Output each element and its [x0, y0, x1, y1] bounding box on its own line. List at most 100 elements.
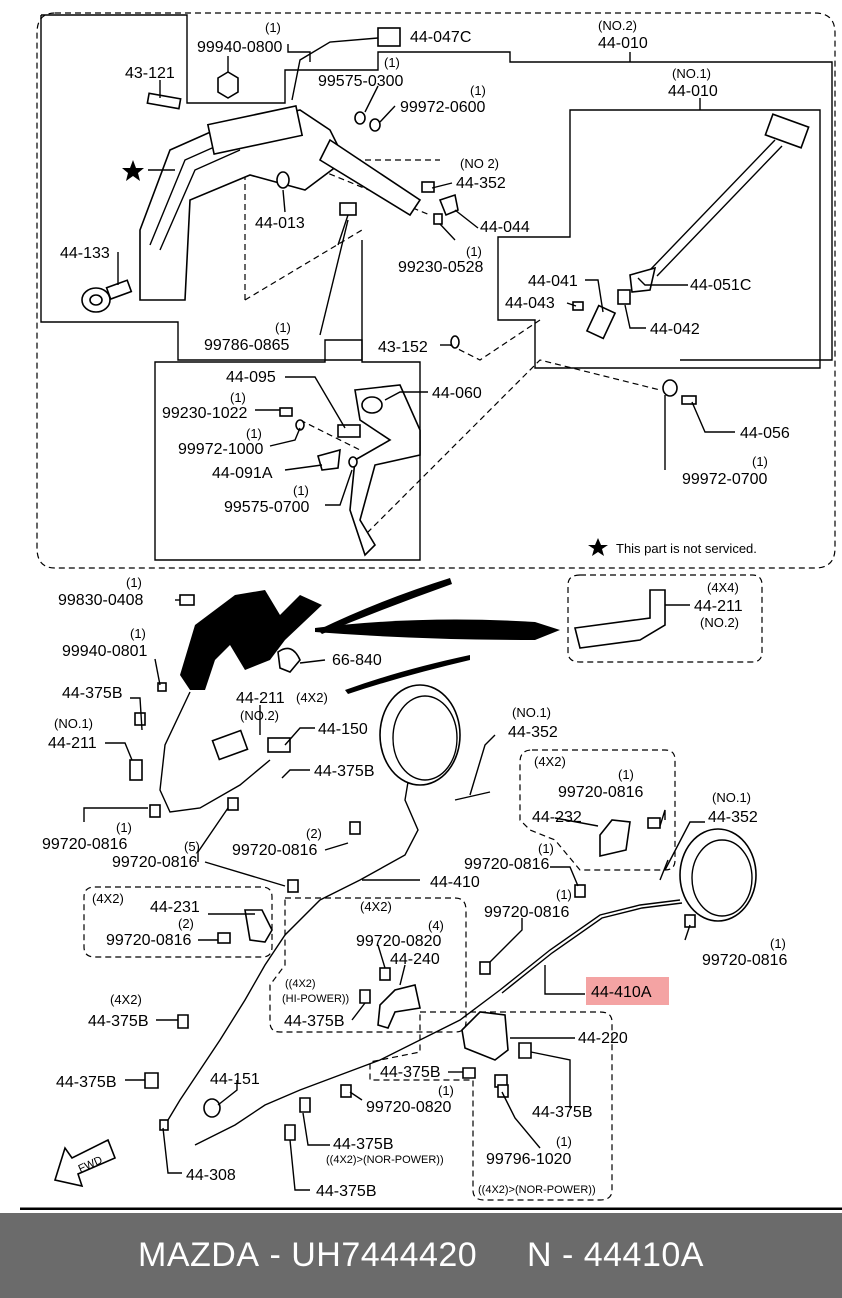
label-4x2-f: (4X2) [110, 992, 142, 1007]
label-99720-0820-b: 99720-0820 [366, 1099, 452, 1116]
label-44-211-no1: 44-211 [48, 735, 97, 752]
nut-99940-0801 [157, 682, 167, 692]
label-star-note: This part is not serviced. [616, 541, 757, 556]
label-99796-1020: 99796-1020 [486, 1151, 572, 1168]
label-44-044: 44-044 [480, 219, 530, 236]
label-44-150: 44-150 [318, 721, 368, 738]
label-44-352-a: 44-352 [508, 724, 558, 741]
label-44-231: 44-231 [150, 899, 200, 916]
label-99940-0800: 99940-0800 [197, 39, 283, 56]
highlight-44-410A [586, 977, 669, 1005]
label-99720-0816-d: 99720-0816 [232, 842, 318, 859]
label-99720-0816-a-qty: (1) [618, 767, 634, 782]
label-99786-0865-qty: (1) [275, 320, 291, 335]
label-99972-0600: 99972-0600 [400, 99, 486, 116]
label-44-047C: 44-047C [410, 29, 471, 46]
label-44-151: 44-151 [210, 1071, 260, 1088]
label-4x2-e: ((4X2) [285, 978, 316, 990]
label-99720-0816-g: 99720-0816 [484, 904, 570, 921]
label-99720-0816-h: 99720-0816 [702, 952, 788, 969]
arrow-from-lever [318, 578, 452, 634]
bracket-44-240 [377, 984, 421, 1029]
label-99575-0300-qty: (1) [384, 55, 400, 70]
label-99575-0300: 99575-0300 [318, 73, 404, 90]
label-99940-0801-qty: (1) [130, 626, 146, 641]
part-number-banner: MAZDA - UH7444420 N - 44410A [0, 1213, 842, 1298]
star-marker-note [588, 538, 608, 556]
cable-44-410 [164, 769, 419, 1126]
bracket-44-231 [244, 909, 273, 943]
label-44-375B-bottom: 44-375B [316, 1183, 377, 1200]
label-99972-0700: 99972-0700 [682, 471, 768, 488]
label-44-060: 44-060 [432, 385, 482, 402]
label-99796-1020-qty: (1) [556, 1134, 572, 1149]
upper-assembly-frame [36, 12, 836, 569]
label-99575-0700-qty: (1) [293, 483, 309, 498]
label-44-056: 44-056 [740, 425, 790, 442]
label-99786-0865: 99786-0865 [204, 337, 290, 354]
label-no1-44-352-b: (NO.1) [712, 790, 751, 805]
label-99972-1000-qty: (1) [246, 426, 262, 441]
label-44-043: 44-043 [505, 295, 555, 312]
connector-44-047C [291, 27, 401, 101]
footer-brand: MAZDA [138, 1236, 260, 1274]
label-44-308: 44-308 [186, 1167, 236, 1184]
cable-44-150-front [159, 691, 271, 813]
label-4x4: (4X4) [707, 580, 739, 595]
label-99972-0600-qty: (1) [470, 83, 486, 98]
box-4x2-44-220 [369, 1011, 613, 1201]
label-44-220: 44-220 [578, 1030, 628, 1047]
label-44-352-b: 44-352 [708, 809, 758, 826]
fwd-arrow: FWD [53, 1138, 117, 1188]
label-99720-0820-b-qty: (1) [438, 1083, 454, 1098]
label-no2-44-352: (NO 2) [460, 156, 499, 171]
label-43-152: 43-152 [378, 339, 428, 356]
bolt-99830-0408 [179, 594, 195, 606]
label-44-133: 44-133 [60, 245, 110, 262]
label-99720-0816-e-qty: (1) [538, 841, 554, 856]
bracket-44-211-4x4 [574, 589, 666, 649]
label-44-010-no1: 44-010 [668, 83, 718, 100]
no1-release-rod [572, 113, 810, 340]
label-no2-44-211-4x4: (NO.2) [700, 615, 739, 630]
washer-99575-0300 [354, 111, 381, 132]
bracket-44-060 [279, 379, 697, 557]
label-44-375B-h-top: 44-375B [333, 1136, 394, 1153]
clip-66-840 [277, 647, 301, 673]
label-4x2-nor-power-2: ((4X2)>(NOR-POWER)) [478, 1184, 596, 1196]
label-99830-0408-qty: (1) [126, 575, 142, 590]
label-99230-0528-qty: (1) [466, 244, 482, 259]
spacer-bushing [81, 279, 133, 313]
label-44-013: 44-013 [255, 215, 305, 232]
label-44-375B-a: 44-375B [62, 685, 123, 702]
label-44-232: 44-232 [532, 809, 582, 826]
small-parts-upper [276, 171, 460, 349]
label-4x2-b: (4X2) [534, 754, 566, 769]
label-44-010-no2: 44-010 [598, 35, 648, 52]
label-44-095: 44-095 [226, 369, 276, 386]
label-44-211-4x4: 44-211 [694, 598, 743, 615]
footer-ref: 44410A [583, 1236, 704, 1274]
cable-44-410A [194, 899, 681, 1146]
label-44-375B-e: 44-375B [380, 1064, 441, 1081]
label-99720-0816-a: 99720-0816 [558, 784, 644, 801]
bracket-44-220 [461, 1011, 509, 1061]
label-99972-1000: 99972-1000 [178, 441, 264, 458]
label-99230-1022-qty: (1) [230, 390, 246, 405]
label-99230-1022: 99230-1022 [162, 405, 248, 422]
footer-sep-1: - [259, 1236, 292, 1274]
label-44-041: 44-041 [528, 273, 578, 290]
label-99720-0820-a-qty: (4) [428, 918, 444, 933]
parking-brake-lever [139, 105, 422, 301]
footer-n-prefix: N [526, 1236, 553, 1274]
label-hi-power: (HI-POWER)) [282, 993, 349, 1005]
label-99720-0816-c-qty: (5) [184, 839, 200, 854]
label-44-352-top: 44-352 [456, 175, 506, 192]
label-66-840: 66-840 [332, 652, 382, 669]
lever-group-boundary [41, 14, 833, 361]
label-4x2-nor-power: ((4X2)>(NOR-POWER)) [326, 1154, 444, 1166]
pivot-bolt [146, 92, 357, 246]
label-44-375B-f: 44-375B [56, 1074, 117, 1091]
label-99720-0816-b-qty: (1) [116, 820, 132, 835]
label-99720-0820-a: 99720-0820 [356, 933, 442, 950]
